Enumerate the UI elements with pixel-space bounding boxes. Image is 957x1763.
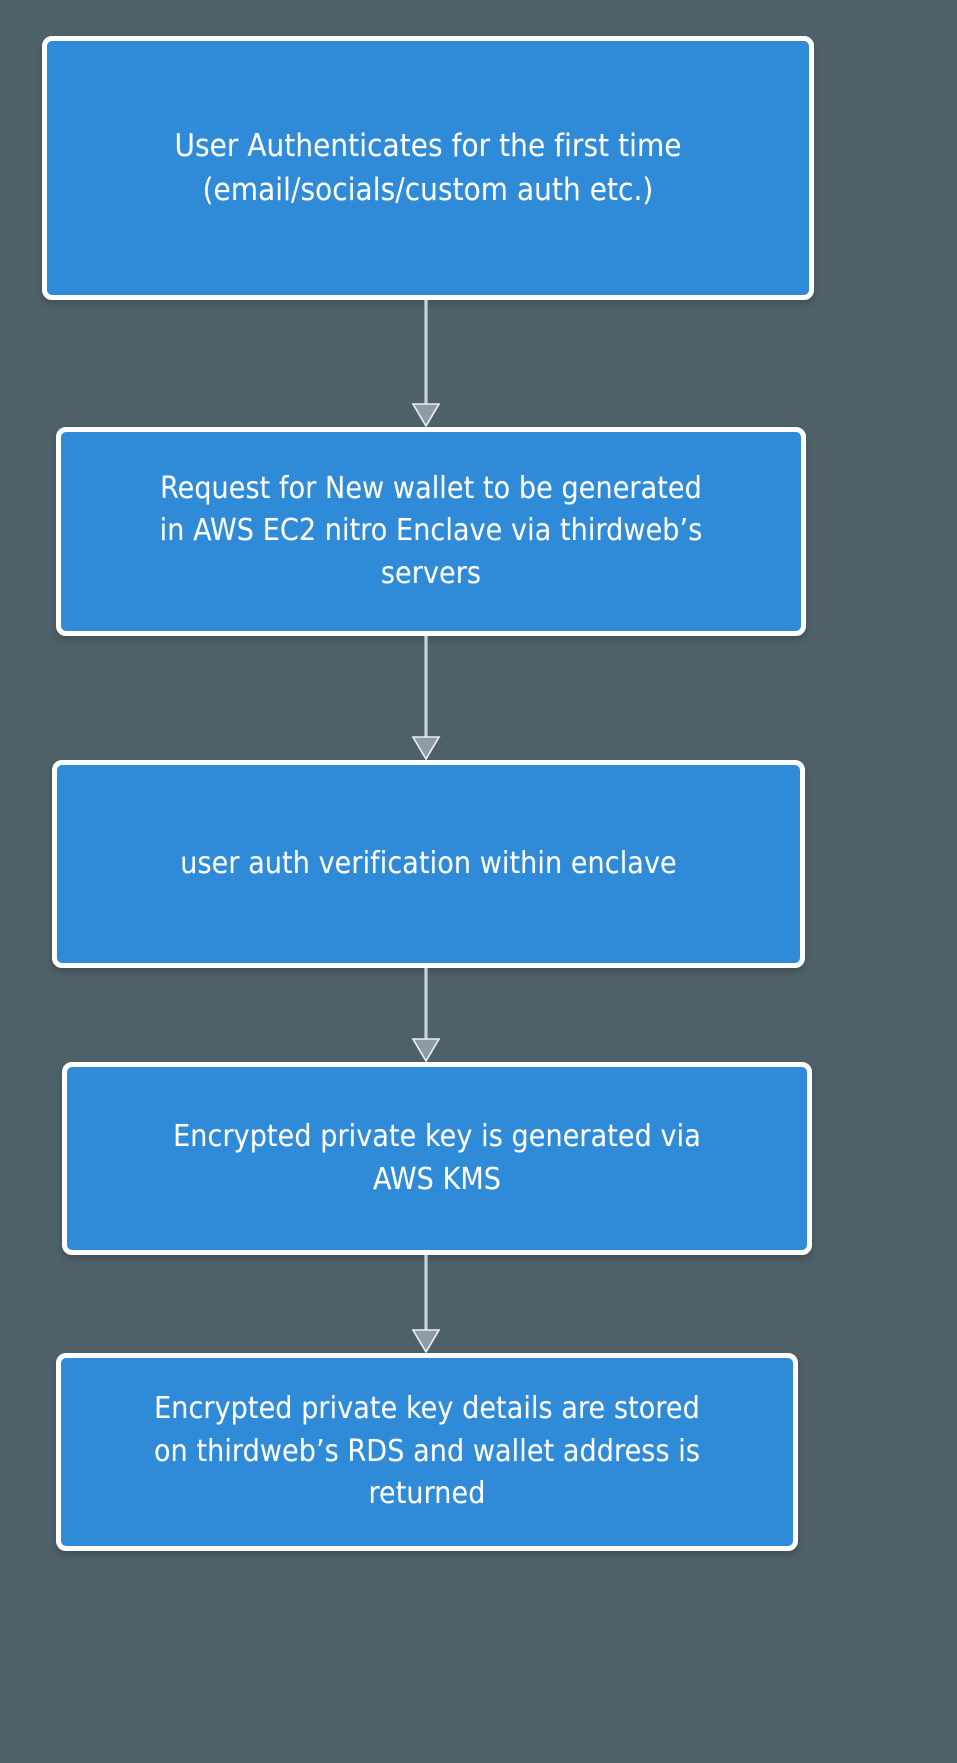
flow-node-3[interactable]: user auth verification within enclave xyxy=(52,760,805,968)
flow-node-4-label: Encrypted private key is generated via A… xyxy=(173,1118,701,1197)
flow-node-2-label: Request for New wallet to be generated i… xyxy=(159,470,703,591)
flow-node-1-label: User Authenticates for the first time (e… xyxy=(174,127,682,208)
arrowhead-icon xyxy=(411,1329,441,1354)
flow-node-5-label: Encrypted private key details are stored… xyxy=(153,1391,701,1512)
flow-node-4[interactable]: Encrypted private key is generated via A… xyxy=(62,1062,812,1255)
arrowhead-icon xyxy=(411,736,441,761)
arrowhead-icon xyxy=(411,403,441,428)
flow-node-3-label: user auth verification within enclave xyxy=(180,845,677,881)
flow-node-5[interactable]: Encrypted private key details are stored… xyxy=(56,1353,798,1551)
flow-edge-4-to-5 xyxy=(405,1255,447,1354)
flow-node-1[interactable]: User Authenticates for the first time (e… xyxy=(42,36,814,300)
arrowhead-icon xyxy=(411,1038,441,1063)
flow-node-2[interactable]: Request for New wallet to be generated i… xyxy=(56,427,806,636)
flow-edge-2-to-3 xyxy=(405,636,447,761)
flow-edge-3-to-4 xyxy=(405,968,447,1063)
flow-edge-1-to-2 xyxy=(405,300,447,428)
